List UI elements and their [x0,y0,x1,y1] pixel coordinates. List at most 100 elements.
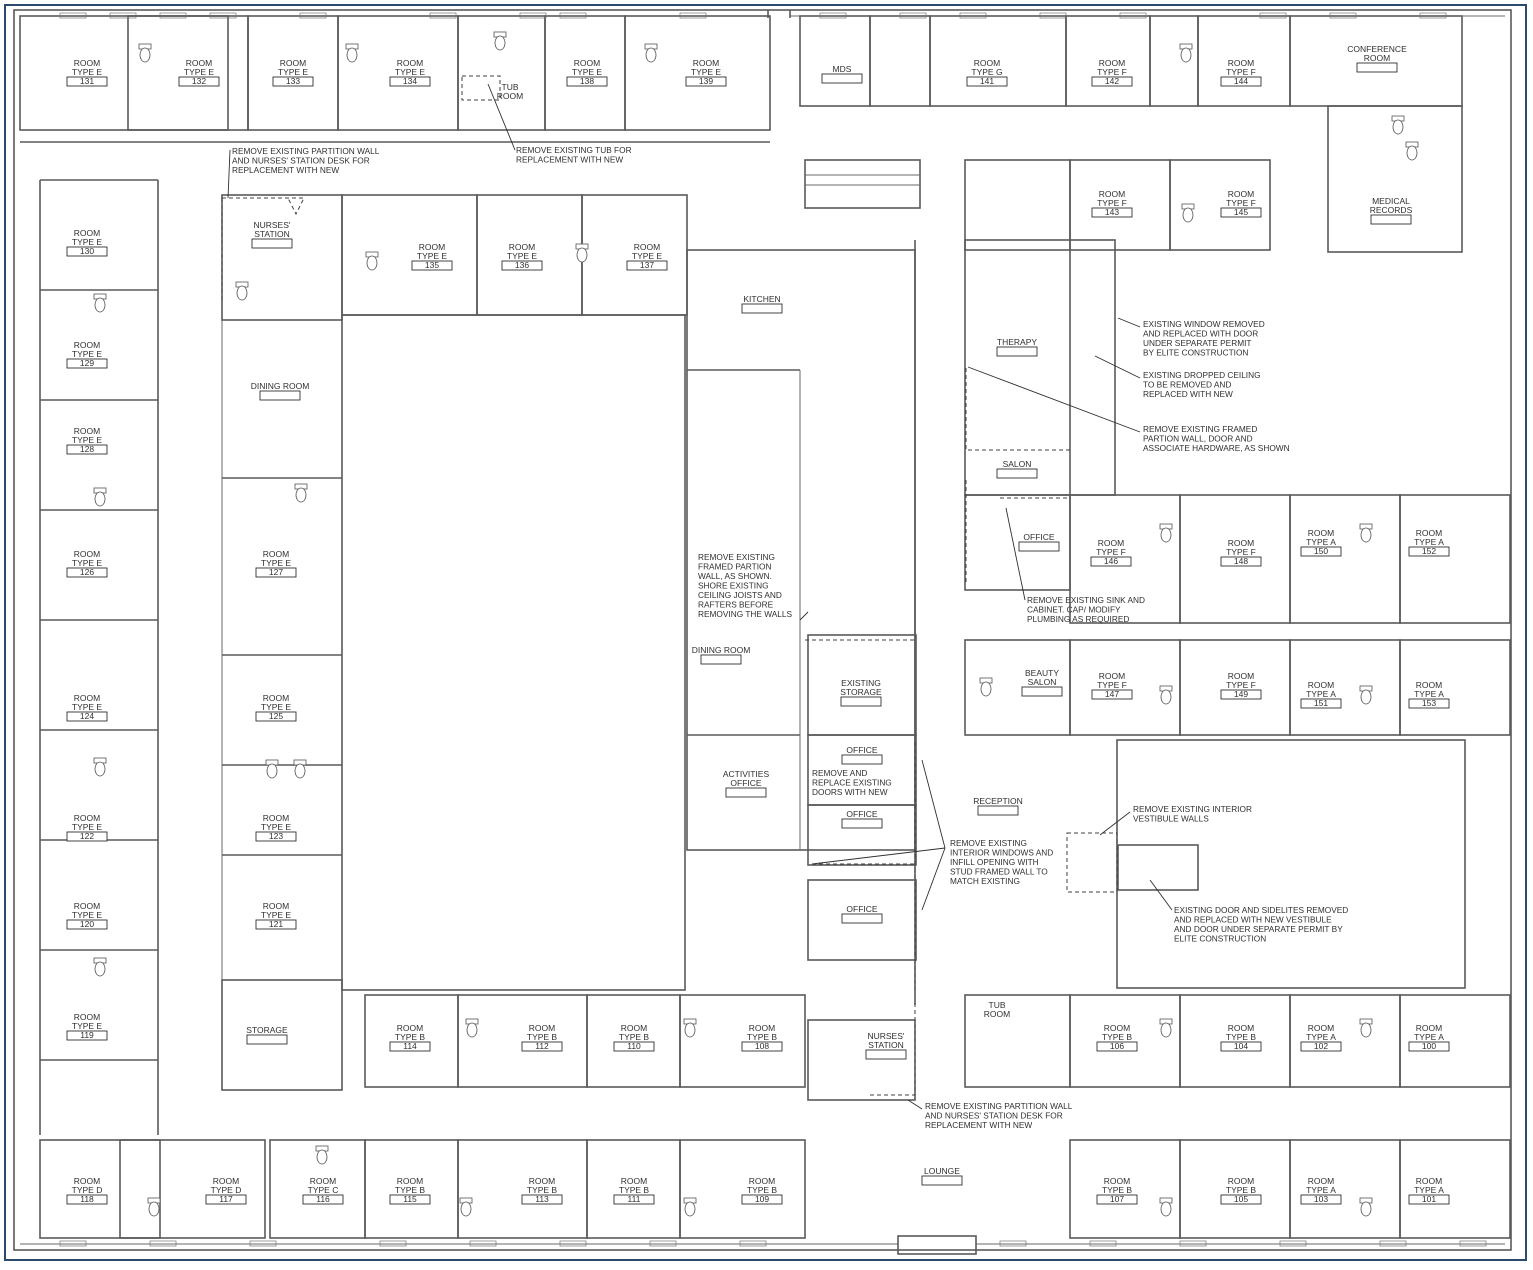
room-number-box [1220,556,1262,567]
room-label-line: OFFICE [846,904,877,914]
toilet-fixture [683,1018,697,1038]
room-label-line: TYPE A [1414,537,1444,547]
room-label-line: TYPE F [1097,680,1127,690]
room-label-line: TYPE B [747,1185,778,1195]
room-label-line: ROOM [1308,680,1334,690]
room-number-box [389,1194,431,1205]
room-number-box [977,805,1019,816]
room-number: 119 [80,1030,94,1040]
room-label-line: TYPE E [278,67,309,77]
room-label-line: ROOM [1416,528,1442,538]
room-number-box [1220,1194,1262,1205]
note-line: RAFTERS BEFORE [698,600,774,610]
note-line: REMOVE AND [812,768,867,778]
room-label-line: KITCHEN [743,294,780,304]
room-number-box [66,76,108,87]
room-number: 104 [1234,1041,1248,1051]
room-label-line: ROOM [397,58,423,68]
room-label-line: ROOM [1099,189,1125,199]
note-line: UNDER SEPARATE PERMIT [1143,338,1252,348]
room-label-line: ROOM [621,1176,647,1186]
room-label-line: TYPE E [261,558,292,568]
room-label-line: TYPE E [72,558,103,568]
note-line: VESTIBULE WALLS [1133,814,1209,824]
room-label-line: ROOM [634,242,660,252]
room-label-line: ROOM [74,549,100,559]
note-line: REPLACEMENT WITH NEW [925,1120,1032,1130]
room-label-lounge: LOUNGE [921,1166,963,1186]
room-number-box [255,567,297,578]
room-label-line: NURSES' [253,220,290,230]
room-number: 110 [627,1041,641,1051]
room-number-box [741,1194,783,1205]
room-label-line: OFFICE [1023,532,1054,542]
toilet-fixture [1159,1018,1173,1038]
toilet-fixture [575,243,589,263]
room-number: 118 [80,1194,94,1204]
toilet-fixture [315,1145,329,1165]
room-label-line: TYPE B [1226,1032,1257,1042]
room-number-box [66,358,108,369]
room-number-box [1408,1041,1450,1052]
room-number-box [566,76,608,87]
room-number: 148 [1234,556,1248,566]
room-number: 152 [1422,546,1436,556]
room-label-dining1: DINING ROOM [251,381,309,401]
room-label-line: ROOM [1228,671,1254,681]
room-number-box [1300,546,1342,557]
toilet-fixture [1181,203,1195,223]
room-label-line: ROOM [280,58,306,68]
room-number: 146 [1104,556,1118,566]
room-label-line: ROOM [74,58,100,68]
room-number: 142 [1105,76,1119,86]
room-number: 102 [1314,1041,1328,1051]
room-number-box [700,654,742,665]
room-number-box [66,246,108,257]
toilet-fixture [1359,523,1373,543]
room-number: 115 [403,1194,417,1204]
room-label-reception: RECEPTION [973,796,1023,816]
room-number: 109 [755,1194,769,1204]
room-label-line: TYPE F [1097,198,1127,208]
room-number-box [1300,1041,1342,1052]
note-line: CABINET. CAP/ MODIFY [1027,605,1121,615]
room-number-box [841,754,883,765]
room-label-storage: STORAGE [246,1025,288,1045]
room-label-line: ROOM [397,1176,423,1186]
room-number-box [1370,214,1412,225]
room-label-line: STATION [868,1040,904,1050]
room-label-line: ROOM [1308,1176,1334,1186]
note-line: ELITE CONSTRUCTION [1174,934,1266,944]
room-number-box [66,1194,108,1205]
toilet-fixture [138,43,152,63]
room-label-line: TUB [502,82,519,92]
toilet-fixture [1159,685,1173,705]
room-number-box [1021,686,1063,697]
toilet-fixture [1391,115,1405,135]
room-label-line: TYPE A [1414,1032,1444,1042]
room-label-line: TYPE G [971,67,1002,77]
room-number-box [966,76,1008,87]
room-label-line: TYPE F [1096,547,1126,557]
room-number: 135 [425,260,439,270]
